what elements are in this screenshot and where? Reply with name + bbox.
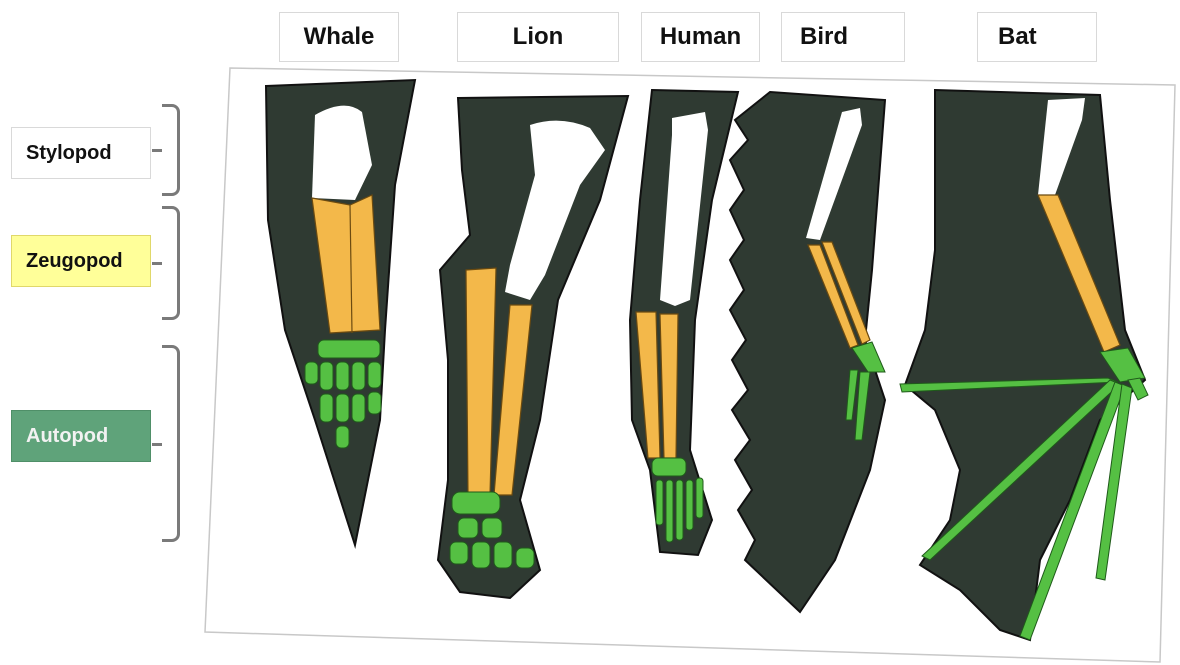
bracket-stylopod	[162, 104, 180, 196]
bracket-zeugopod	[162, 206, 180, 320]
header-lion: Lion	[457, 12, 619, 62]
header-whale: Whale	[279, 12, 399, 62]
header-human: Human	[641, 12, 760, 62]
label-zeugopod: Zeugopod	[11, 235, 151, 287]
header-bat: Bat	[977, 12, 1097, 62]
bracket-autopod	[162, 345, 180, 542]
label-autopod: Autopod	[11, 410, 151, 462]
lion-zeugopod-bone-1	[466, 268, 496, 495]
label-stylopod: Stylopod	[11, 127, 151, 179]
header-bird: Bird	[781, 12, 905, 62]
